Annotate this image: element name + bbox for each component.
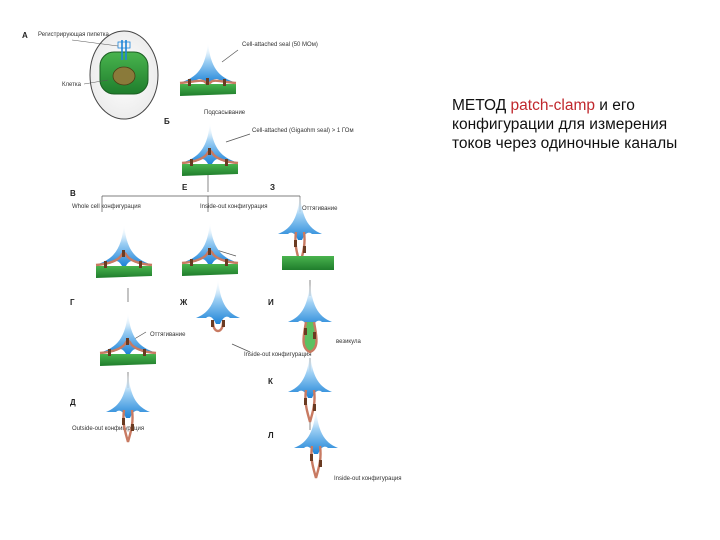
label-outside-out: Outside-out конфигурация bbox=[72, 426, 144, 432]
panel-e-inside-out bbox=[180, 220, 240, 278]
label-inside-out-zh: Inside-out конфигурация bbox=[244, 352, 311, 358]
slide-caption: МЕТОД patch-clamp и его конфигурации для… bbox=[452, 96, 682, 153]
label-gigaseal: Cell-attached (Gigaohm seal) > 1 ГОм bbox=[252, 128, 354, 134]
panel-label-l: Л bbox=[268, 431, 274, 440]
label-suction: Подсасывание bbox=[204, 110, 246, 116]
panel-i-vesicle bbox=[286, 280, 334, 354]
panel-b-gigaseal bbox=[180, 120, 240, 178]
panel-z-pulling bbox=[276, 192, 324, 266]
panel-k-excised bbox=[286, 350, 334, 424]
panel-label-g: Г bbox=[70, 298, 75, 307]
panel-label-z: З bbox=[270, 183, 275, 192]
panel-zh-inside-out bbox=[194, 276, 242, 333]
label-cell: Клетка bbox=[62, 82, 82, 88]
patch-clamp-figure: А Б В Е З Г Ж И Д К Л Регистрирующая пип… bbox=[22, 30, 401, 482]
label-inside-out-l: Inside-out конфигурация bbox=[334, 476, 401, 482]
panel-label-d: Д bbox=[70, 398, 76, 407]
panel-g-pulling bbox=[98, 310, 158, 368]
panel-a-cell-dish bbox=[71, 30, 159, 120]
panel-label-zh: Ж bbox=[179, 298, 188, 307]
caption-prefix: МЕТОД bbox=[452, 97, 511, 114]
panel-l-inside-out bbox=[292, 406, 340, 480]
label-cell-attached: Cell-attached seal (50 МОм) bbox=[242, 42, 318, 48]
panel-label-v: В bbox=[70, 189, 76, 198]
panel-v-whole-cell bbox=[94, 222, 154, 280]
panel-label-e: Е bbox=[182, 183, 188, 192]
label-vesicle: везикула bbox=[336, 339, 361, 345]
panel-a-cell-attached bbox=[178, 40, 238, 98]
panel-label-b: Б bbox=[164, 117, 170, 126]
label-pulling-z: Оттягивание bbox=[302, 206, 338, 212]
caption-suffix: и его конфигурации для измерения токов ч… bbox=[452, 97, 678, 152]
label-inside-out: Inside-out конфигурация bbox=[200, 204, 267, 210]
panel-label-i: И bbox=[268, 298, 274, 307]
label-pipette: Регистрирующая пипетка bbox=[38, 32, 110, 38]
panel-label-a: А bbox=[22, 31, 28, 40]
panel-label-k: К bbox=[268, 377, 273, 386]
panel-z-cell bbox=[282, 256, 334, 270]
label-whole-cell: Whole cell конфигурация bbox=[72, 204, 141, 210]
label-pulling-g: Оттягивание bbox=[150, 332, 186, 338]
caption-highlight: patch-clamp bbox=[510, 97, 595, 114]
